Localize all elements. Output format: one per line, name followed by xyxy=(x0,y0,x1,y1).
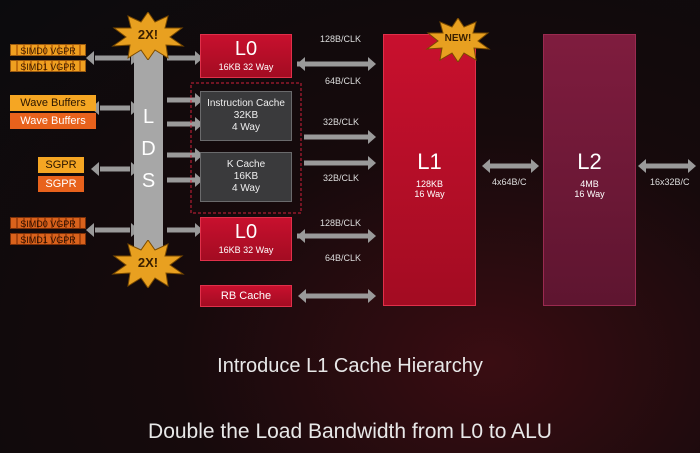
lds-letter-l: L xyxy=(142,106,155,128)
l0-bottom-box: L0 16KB 32 Way xyxy=(200,217,292,261)
l2-ways: 16 Way xyxy=(574,189,605,199)
bw-l2-out: 16x32B/C xyxy=(650,177,690,187)
simd0-vgpr-bottom: SIMD0 VGPR xyxy=(10,217,86,229)
l1-size: 128KB xyxy=(415,179,444,189)
l0-top-sub: 16KB 32 Way xyxy=(218,62,274,72)
l0-top-title: L0 xyxy=(234,38,258,60)
l1-ways: 16 Way xyxy=(414,189,445,199)
simd0-vgpr-top: SIMD0 VGPR xyxy=(10,44,86,56)
bw-l1-l2: 4x64B/C xyxy=(492,177,527,187)
l2-title: L2 xyxy=(577,149,602,174)
l0-bottom-sub: 16KB 32 Way xyxy=(218,245,274,255)
instruction-cache-ways: 4 Way xyxy=(232,122,260,133)
wave-buffers-1: Wave Buffers xyxy=(10,95,96,111)
badge-new: NEW! xyxy=(425,17,491,63)
bw-l0-top-in: 128B/CLK xyxy=(320,34,362,44)
l0-bottom-title: L0 xyxy=(234,221,258,243)
l2-cache-block: L2 4MB 16 Way xyxy=(543,34,636,306)
lds-column: L D S xyxy=(134,36,163,250)
lds-letter-d: D xyxy=(141,138,156,160)
headline: Introduce L1 Cache Hierarchy xyxy=(217,355,483,377)
badge-2x-bottom-text: 2X! xyxy=(137,255,159,270)
sgpr-2: SGPR xyxy=(38,176,84,192)
bw-l0-bottom-in: 128B/CLK xyxy=(320,218,362,228)
instruction-cache-box: Instruction Cache 32KB 4 Way xyxy=(200,91,292,141)
l1-cache-block: L1 128KB 16 Way xyxy=(383,34,476,306)
instruction-cache-name: Instruction Cache xyxy=(207,98,285,109)
k-cache-name: K Cache xyxy=(226,159,266,170)
k-cache-box: K Cache 16KB 4 Way xyxy=(200,152,292,202)
wave-buffers-2: Wave Buffers xyxy=(10,113,96,129)
l2-size: 4MB xyxy=(580,179,599,189)
badge-2x-bottom: 2X! xyxy=(110,239,186,289)
bw-l0-top-out: 64B/CLK xyxy=(325,76,362,86)
bw-l0-bottom-out: 64B/CLK xyxy=(325,253,362,263)
k-cache-size: 16KB xyxy=(233,171,259,182)
badge-2x-top-text: 2X! xyxy=(137,27,159,42)
k-cache-ways: 4 Way xyxy=(232,183,260,194)
lds-letter-s: S xyxy=(141,170,156,192)
badge-2x-top: 2X! xyxy=(110,11,186,61)
badge-new-text: NEW! xyxy=(444,33,472,44)
bw-icache: 32B/CLK xyxy=(323,117,360,127)
sgpr-1: SGPR xyxy=(38,157,84,173)
bw-kcache: 32B/CLK xyxy=(323,173,360,183)
simd1-vgpr-bottom: SIMD1 VGPR xyxy=(10,233,86,245)
simd1-vgpr-top: SIMD1 VGPR xyxy=(10,60,86,72)
l0-top-box: L0 16KB 32 Way xyxy=(200,34,292,78)
instruction-cache-size: 32KB xyxy=(233,110,259,121)
l1-title: L1 xyxy=(417,149,442,174)
rb-cache-box: RB Cache xyxy=(200,285,292,307)
subheadline: Double the Load Bandwidth from L0 to ALU xyxy=(148,420,552,443)
